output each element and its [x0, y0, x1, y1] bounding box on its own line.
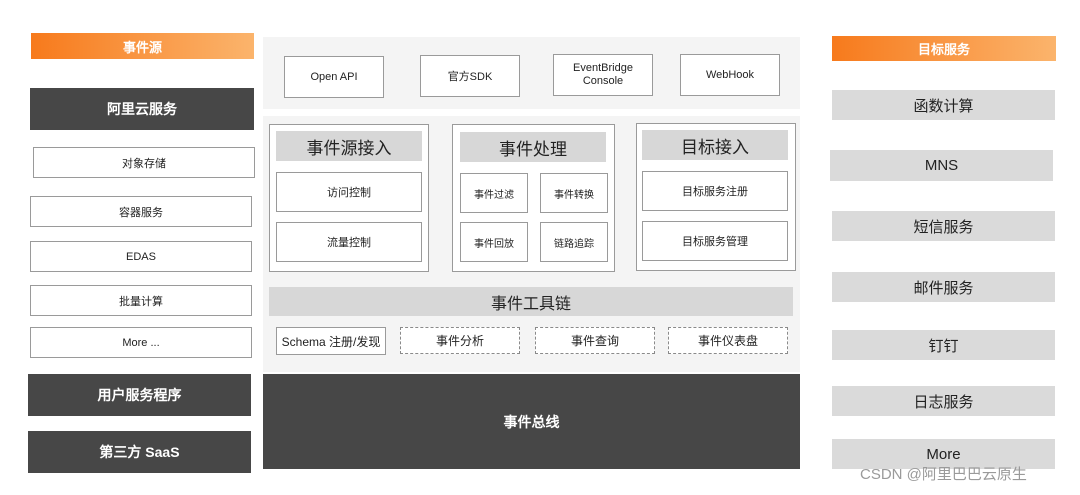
target-item-mns: MNS	[830, 150, 1053, 181]
target-manage-label: 目标服务管理	[682, 236, 748, 248]
processing-title: 事件处理	[460, 132, 606, 162]
event-dashboard-label: 事件仪表盘	[697, 334, 758, 348]
user-app-label: 用户服务程序	[97, 387, 182, 403]
target-item-label: 日志服务	[913, 393, 974, 411]
watermark-label: CSDN @阿里巴巴云原生	[860, 466, 1027, 483]
event-analysis-box: 事件分析	[400, 327, 520, 354]
event-query-box: 事件查询	[535, 327, 655, 354]
target-item-log: 日志服务	[832, 386, 1055, 416]
entry-point-label: WebHook	[705, 69, 755, 81]
entry-sdk: 官方SDK	[420, 55, 520, 97]
entry-open-api: Open API	[284, 56, 384, 98]
event-transform-label: 事件转换	[554, 189, 594, 201]
third-party-saas-box: 第三方 SaaS	[28, 431, 251, 473]
aliyun-item-label: EDAS	[126, 250, 156, 263]
event-source-header-label: 事件源	[122, 39, 162, 55]
aliyun-item-label: 对象存储	[122, 157, 166, 170]
event-analysis-label: 事件分析	[435, 334, 484, 348]
event-source-header: 事件源	[31, 33, 254, 59]
access-control-box: 访问控制	[276, 172, 422, 212]
aliyun-item-label: 批量计算	[119, 295, 163, 308]
schema-registry-box: Schema 注册/发现	[276, 327, 386, 355]
aliyun-item-edas: EDAS	[30, 241, 252, 272]
target-manage-box: 目标服务管理	[642, 221, 788, 261]
processing-title-label: 事件处理	[499, 139, 567, 159]
aliyun-item-label: 容器服务	[119, 206, 163, 219]
third-party-saas-label: 第三方 SaaS	[99, 444, 180, 460]
access-control-label: 访问控制	[327, 187, 371, 199]
target-item-dingtalk: 钉钉	[832, 330, 1055, 360]
aliyun-services-title: 阿里云服务	[30, 88, 254, 130]
event-bus-box: 事件总线	[263, 374, 800, 469]
event-filter-label: 事件过滤	[474, 189, 514, 201]
source-access-title: 事件源接入	[276, 131, 422, 161]
aliyun-item-oss: 对象存储	[33, 147, 255, 178]
target-item-label: 钉钉	[928, 337, 959, 355]
aliyun-services-title-label: 阿里云服务	[107, 101, 177, 117]
event-replay-label: 事件回放	[474, 238, 514, 250]
schema-registry-label: Schema 注册/发现	[281, 334, 381, 349]
watermark-text: CSDN @阿里巴巴云原生	[860, 463, 1027, 484]
event-dashboard-box: 事件仪表盘	[668, 327, 788, 354]
target-access-title-label: 目标接入	[681, 137, 749, 157]
target-item-label: MNS	[924, 157, 959, 174]
user-app-box: 用户服务程序	[28, 374, 251, 416]
source-access-title-label: 事件源接入	[306, 138, 392, 158]
target-register-box: 目标服务注册	[642, 171, 788, 211]
target-item-sms: 短信服务	[832, 211, 1055, 241]
entry-point-label: EventBridge Console	[573, 62, 633, 87]
event-query-label: 事件查询	[570, 334, 619, 348]
event-transform-box: 事件转换	[540, 173, 608, 213]
target-item-mail: 邮件服务	[832, 272, 1055, 302]
aliyun-item-label: More ...	[122, 336, 160, 349]
event-filter-box: 事件过滤	[460, 173, 528, 213]
target-access-title: 目标接入	[642, 130, 788, 160]
entry-point-label: 官方SDK	[447, 71, 493, 83]
target-item-more: More	[832, 439, 1055, 469]
toolchain-title-label: 事件工具链	[490, 295, 571, 313]
event-replay-box: 事件回放	[460, 222, 528, 262]
trace-box: 链路追踪	[540, 222, 608, 262]
event-bus-label: 事件总线	[503, 413, 560, 430]
entry-webhook: WebHook	[680, 54, 780, 96]
target-item-label: 邮件服务	[913, 279, 974, 297]
aliyun-item-batch: 批量计算	[30, 285, 252, 316]
entry-point-label: Open API	[310, 71, 358, 83]
target-item-label: 函数计算	[913, 97, 974, 115]
target-item-fc: 函数计算	[832, 90, 1055, 120]
flow-control-label: 流量控制	[327, 237, 371, 249]
entry-console: EventBridge Console	[553, 54, 653, 96]
trace-label: 链路追踪	[554, 238, 594, 250]
target-item-label: 短信服务	[913, 218, 974, 236]
aliyun-item-container: 容器服务	[30, 196, 252, 227]
aliyun-item-more: More ...	[30, 327, 252, 358]
target-services-header-label: 目标服务	[917, 42, 970, 57]
toolchain-title: 事件工具链	[269, 287, 793, 316]
target-register-label: 目标服务注册	[682, 186, 748, 198]
flow-control-box: 流量控制	[276, 222, 422, 262]
target-services-header: 目标服务	[832, 36, 1056, 61]
target-item-label: More	[926, 445, 961, 463]
